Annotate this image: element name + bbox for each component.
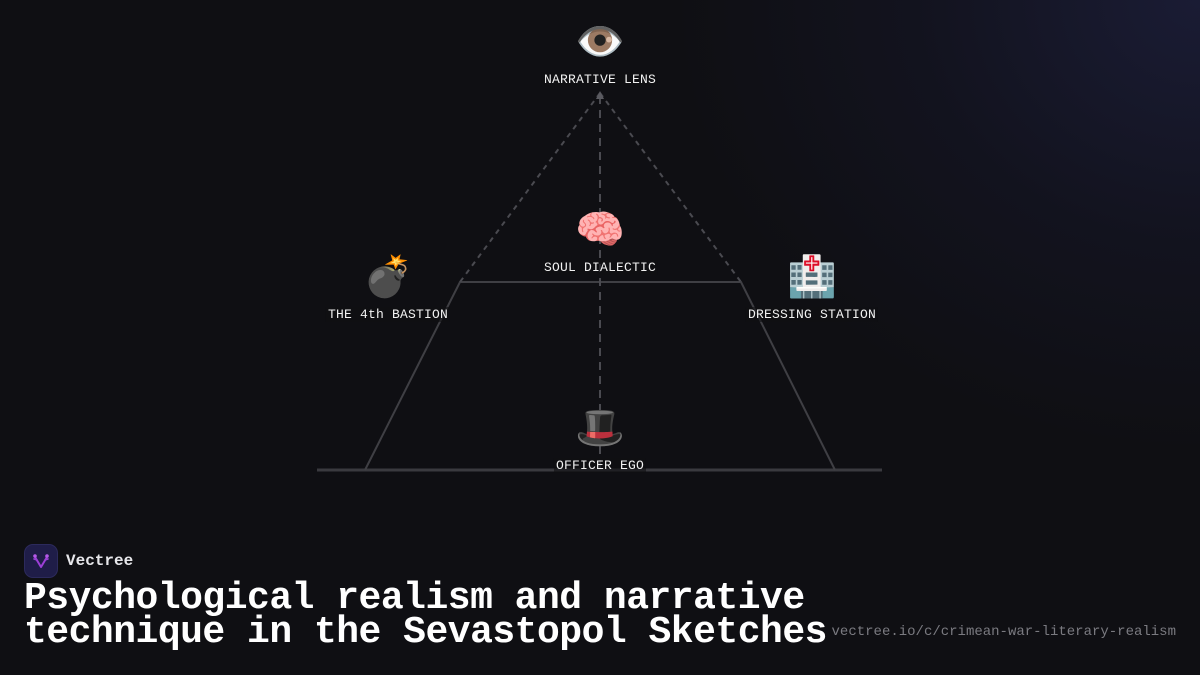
node-label: THE 4th BASTION <box>325 307 451 322</box>
title-line-2: technique in the Sevastopol Sketches <box>24 611 827 654</box>
apex-arrow-icon <box>596 91 604 99</box>
hospital-icon: 🏥 <box>787 254 837 300</box>
brain-icon: 🧠 <box>575 207 625 253</box>
node-narrative-lens: 👁️ NARRATIVE LENS <box>541 18 659 87</box>
title-line-1: Psychological realism and narrative <box>24 577 805 620</box>
vectree-logo-icon <box>24 544 58 578</box>
node-officer-ego: 🎩 OFFICER EGO <box>553 404 647 473</box>
source-url[interactable]: vectree.io/c/crimean-war-literary-realis… <box>831 624 1176 640</box>
node-label: NARRATIVE LENS <box>541 72 659 87</box>
node-label: DRESSING STATION <box>745 307 879 322</box>
brand: Vectree <box>24 544 133 578</box>
node-label: OFFICER EGO <box>553 458 647 473</box>
node-dressing-station: 🏥 DRESSING STATION <box>745 253 879 322</box>
page-title: Psychological realism and narrative tech… <box>24 577 827 654</box>
bomb-icon: 💣 <box>363 254 413 300</box>
top-hat-icon: 🎩 <box>575 405 625 451</box>
node-label: SOUL DIALECTIC <box>541 260 659 275</box>
node-fourth-bastion: 💣 THE 4th BASTION <box>325 253 451 322</box>
eye-icon: 👁️ <box>575 19 625 65</box>
brand-name: Vectree <box>66 552 134 570</box>
node-soul-dialectic: 🧠 SOUL DIALECTIC <box>541 206 659 275</box>
